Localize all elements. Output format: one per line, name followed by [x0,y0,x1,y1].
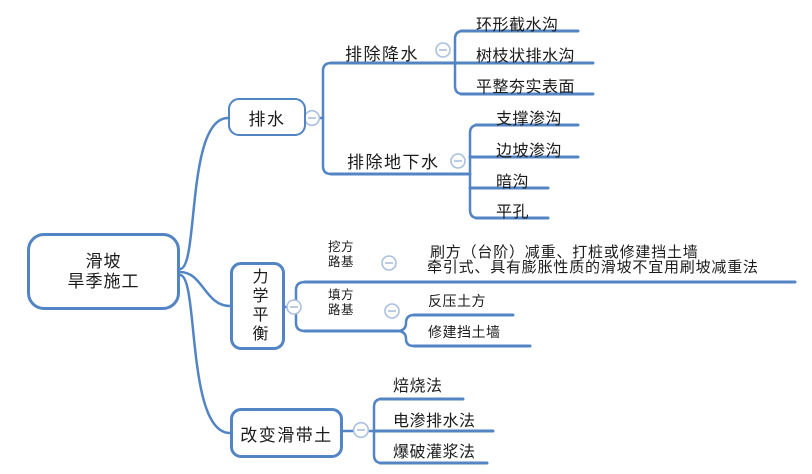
leaf-horizontal-hole[interactable]: 平孔 [496,204,530,221]
topic-cut-roadbed[interactable]: 挖方 路基 [328,240,354,270]
leaf-build-retaining-wall[interactable]: 修建挡土墙 [428,324,501,340]
topic-remove-precipitation[interactable]: 排除降水 [345,45,419,64]
collapse-icon-remove-precipitation[interactable] [435,42,451,58]
topic-cut-roadbed-line2: 路基 [328,255,355,269]
leaf-leveling-compacting-surface[interactable]: 平整夯实表面 [476,79,576,96]
topic-remove-groundwater[interactable]: 排除地下水 [347,153,440,172]
connector-root-mechanical-balance [178,270,232,308]
bracket-fill-roadbed-child-top [395,313,416,333]
bracket-drainage-children [321,61,333,176]
topic-change-slip-zone-soil[interactable]: 改变滑带土 [230,408,343,458]
topic-fill-roadbed[interactable]: 填方 路基 [328,288,354,318]
collapse-icon-drainage[interactable] [303,109,321,127]
root-topic-label-line1: 滑坡 [85,251,122,271]
topic-drainage-label: 排水 [248,109,286,129]
collapse-icon-change-slip-zone[interactable] [352,421,370,439]
topic-cut-roadbed-line1: 挖方 [328,240,355,254]
bracket-remove-groundwater-children [468,123,480,220]
root-topic-label-line2: 旱季施工 [67,271,140,291]
leaf-baking-method[interactable]: 焙烧法 [393,378,443,395]
collapse-icon-cut-roadbed[interactable] [381,255,397,271]
topic-mechanical-balance[interactable]: 力学平衡 [230,262,285,350]
leaf-electroosmotic-drainage[interactable]: 电渗排水法 [393,413,476,430]
leaf-slope-seepage-ditch[interactable]: 边坡渗沟 [496,143,563,160]
leaf-blasting-grouting[interactable]: 爆破灌浆法 [393,444,476,461]
leaf-ring-intercepting-ditch[interactable]: 环形截水沟 [476,17,559,34]
collapse-icon-mechanical-balance[interactable] [286,299,302,315]
topic-fill-roadbed-line1: 填方 [328,288,355,302]
collapse-icon-fill-roadbed[interactable] [384,303,400,319]
root-topic[interactable]: 滑坡 旱季施工 [27,233,180,310]
topic-fill-roadbed-line2: 路基 [328,303,355,317]
bracket-fill-roadbed-child-bottom [395,329,416,348]
collapse-icons [286,42,466,439]
connector-root-drainage [178,116,230,271]
leaf-support-seepage-ditch[interactable]: 支撑渗沟 [496,111,563,128]
leaf-branch-drainage-ditch[interactable]: 树枝状排水沟 [476,48,576,65]
leaf-cut-roadbed-note-line1[interactable]: 刷方（台阶）减重、打桩或修建挡土墙 [430,244,699,261]
leaf-cut-roadbed-note-line2[interactable]: 牵引式、具有膨胀性质的滑坡不宜用刷坡减重法 [427,259,759,276]
topic-mechanical-balance-label: 力学平衡 [249,268,267,344]
leaf-blind-ditch[interactable]: 暗沟 [496,174,530,191]
topic-drainage[interactable]: 排水 [228,98,306,136]
collapse-icon-remove-groundwater[interactable] [450,153,466,169]
leaf-counter-pressure-earthwork[interactable]: 反压土方 [428,293,486,309]
topic-change-slip-zone-soil-label: 改变滑带土 [240,425,333,445]
connector-root-change-slip-zone [178,273,232,435]
